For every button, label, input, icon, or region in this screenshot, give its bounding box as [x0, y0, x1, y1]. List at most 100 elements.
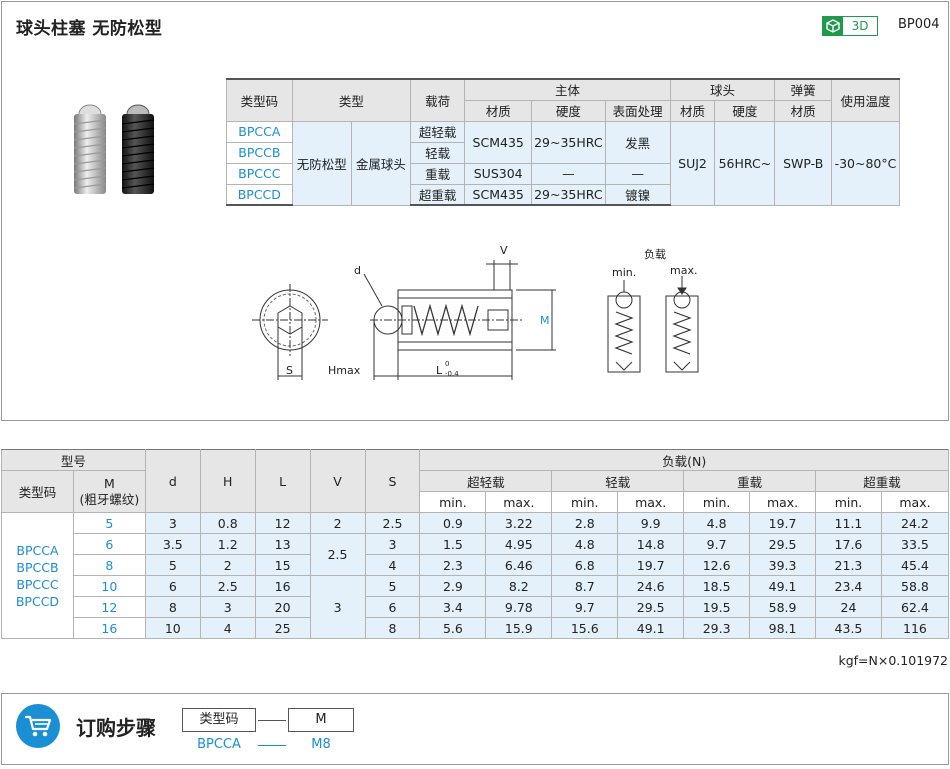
- dim-load-max: 116: [880, 617, 950, 639]
- spec-h-surface: 表面处理: [604, 99, 671, 122]
- dim-load-min: 8.7: [551, 575, 619, 597]
- kgf-note: kgf=N×0.101972: [838, 653, 948, 668]
- dim-type-code-link[interactable]: BPCCD: [15, 593, 60, 609]
- order-value-type-code: BPCCA: [197, 737, 241, 752]
- spec-code-link[interactable]: BPCCB: [226, 141, 293, 164]
- dim-load-min: 18.5: [683, 575, 751, 597]
- dim-load-max: 15.9: [485, 617, 553, 639]
- spec-spring-material: SWP-B: [774, 120, 832, 206]
- dim-h-max: max.: [617, 491, 685, 513]
- dim-m-link[interactable]: 6: [72, 533, 146, 555]
- dim-d: 3: [144, 512, 201, 534]
- spec-h-spring: 弹簧: [774, 78, 832, 101]
- dim-h-load: 负载(N): [419, 449, 949, 471]
- label-m: M: [540, 314, 550, 327]
- order-title: 订购步骤: [76, 716, 156, 740]
- spec-code-link[interactable]: BPCCA: [226, 120, 293, 143]
- dim-load-min: 2.8: [551, 512, 619, 534]
- dim-h-min: min.: [815, 491, 882, 513]
- dim-s: 2.5: [364, 512, 421, 534]
- dim-load-min: 12.6: [683, 554, 751, 576]
- spec-h-ball-material: 材质: [669, 99, 716, 122]
- dim-h: 3: [199, 596, 256, 618]
- dim-load-min: 5.6: [419, 617, 487, 639]
- dim-load-max: 8.2: [485, 575, 553, 597]
- product-photo: [73, 104, 155, 194]
- dim-load-max: 29.5: [617, 596, 685, 618]
- dim-s: 4: [364, 554, 421, 576]
- dim-load-min: 24: [815, 596, 882, 618]
- dim-load-max: 9.9: [617, 512, 685, 534]
- dim-h-s: S: [364, 449, 421, 513]
- order-box-m: M: [288, 708, 354, 732]
- dim-type-code-link[interactable]: BPCCA: [16, 542, 59, 558]
- dim-h-load-class: 超重载: [815, 470, 949, 492]
- dim-l: 25: [254, 617, 311, 639]
- dim-load-min: 15.6: [551, 617, 619, 639]
- dim-l: 15: [254, 554, 311, 576]
- dim-h-load-class: 超轻载: [419, 470, 553, 492]
- dim-load-min: 4.8: [683, 512, 751, 534]
- dimension-table: 型号 d H L V S 负载(N) 类型码 M(粗牙螺纹) 超轻载 轻载 重载…: [1, 449, 950, 639]
- dim-load-min: 6.8: [551, 554, 619, 576]
- spec-type2: 金属球头: [350, 120, 412, 206]
- dim-d: 8: [144, 596, 201, 618]
- product-code: BP004: [898, 17, 940, 32]
- spec-h-body-material: 材质: [464, 99, 533, 122]
- spec-load: 超重载: [410, 183, 466, 206]
- dim-load-max: 3.22: [485, 512, 553, 534]
- label-hmax: Hmax: [328, 364, 361, 377]
- dim-m-link[interactable]: 5: [72, 512, 146, 534]
- dim-l: 13: [254, 533, 311, 555]
- spec-load: 轻载: [410, 141, 466, 164]
- dim-m-link[interactable]: 12: [72, 596, 146, 618]
- dim-h-m-line2: (粗牙螺纹): [79, 491, 140, 507]
- 3d-badge[interactable]: 3D: [822, 16, 878, 36]
- spec-code-link[interactable]: BPCCC: [226, 162, 293, 185]
- dim-load-max: 24.2: [880, 512, 950, 534]
- spec-body-material: SCM435: [464, 183, 533, 206]
- dim-h-min: min.: [419, 491, 487, 513]
- label-load-title: 负载: [644, 247, 666, 261]
- label-s: S: [286, 364, 293, 377]
- order-separator: [258, 720, 286, 721]
- dim-d: 3.5: [144, 533, 201, 555]
- dim-load-max: 49.1: [617, 617, 685, 639]
- dim-h-d: d: [144, 449, 201, 513]
- dim-h-max: max.: [749, 491, 817, 513]
- dim-load-max: 39.3: [749, 554, 817, 576]
- dim-type-code-link[interactable]: BPCCB: [16, 559, 59, 575]
- dim-load-max: 14.8: [617, 533, 685, 555]
- dim-load-max: 33.5: [880, 533, 950, 555]
- spec-load: 重载: [410, 162, 466, 185]
- dim-load-min: 0.9: [419, 512, 487, 534]
- dim-type-code-link[interactable]: BPCCC: [16, 576, 59, 592]
- dim-m-link[interactable]: 16: [72, 617, 146, 639]
- spec-body-hardness: —: [531, 162, 606, 185]
- dim-l: 20: [254, 596, 311, 618]
- dim-m-link[interactable]: 8: [72, 554, 146, 576]
- spec-h-body-hardness: 硬度: [531, 99, 606, 122]
- dim-load-min: 2.9: [419, 575, 487, 597]
- order-value-m: M8: [311, 737, 331, 752]
- dim-load-min: 11.1: [815, 512, 882, 534]
- dim-m-link[interactable]: 10: [72, 575, 146, 597]
- dim-load-max: 58.9: [749, 596, 817, 618]
- dim-h-m-line1: M: [103, 475, 115, 491]
- dim-v: 2: [309, 512, 366, 534]
- dim-load-min: 29.3: [683, 617, 751, 639]
- spec-body-surface: 发黑: [604, 120, 671, 164]
- dim-load-max: 58.8: [880, 575, 950, 597]
- dim-load-min: 23.4: [815, 575, 882, 597]
- dim-h: 1.2: [199, 533, 256, 555]
- label-l-tol-top: 0: [445, 360, 449, 368]
- dim-load-max: 45.4: [880, 554, 950, 576]
- spec-temp: -30~80°C: [830, 120, 901, 206]
- order-box-type-code: 类型码: [182, 708, 256, 732]
- order-value-separator: [258, 745, 286, 746]
- spec-ball-material: SUJ2: [669, 120, 716, 206]
- dim-load-max: 19.7: [749, 512, 817, 534]
- dim-h: 2.5: [199, 575, 256, 597]
- spec-code-link[interactable]: BPCCD: [226, 183, 293, 206]
- spec-h-load: 载荷: [410, 78, 466, 122]
